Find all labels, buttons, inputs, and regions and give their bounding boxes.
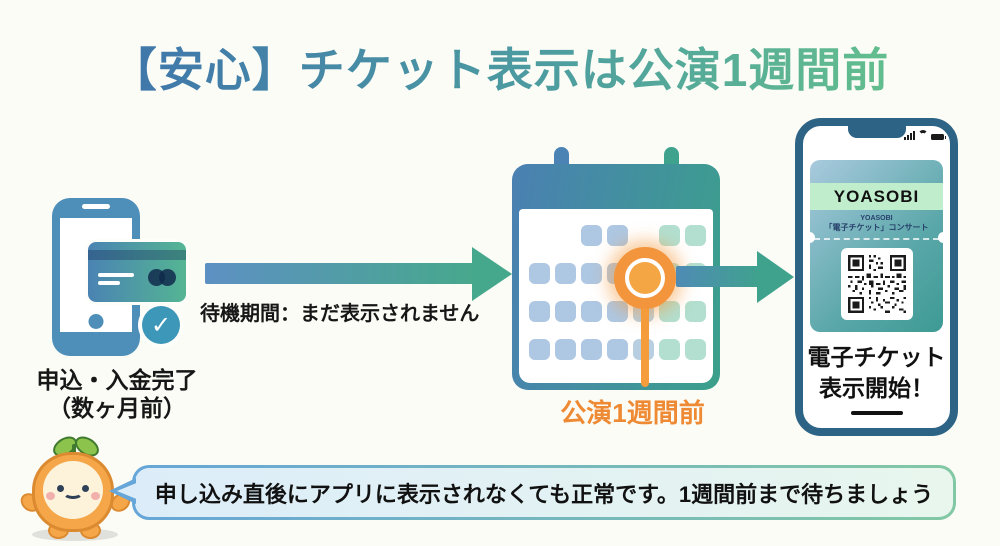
calendar-cell xyxy=(607,225,628,246)
calendar-step-label: 公演1週間前 xyxy=(560,398,705,428)
home-indicator xyxy=(850,411,903,415)
application-label-line1: 申込・入金完了 xyxy=(36,367,198,393)
calendar-cell xyxy=(607,339,628,360)
calendar-cell xyxy=(685,225,706,246)
calendar-cell xyxy=(529,301,550,322)
credit-card-icon xyxy=(88,242,186,302)
card-text-line xyxy=(98,273,134,277)
calendar-cell xyxy=(607,301,628,322)
ticket-start-line1: 電子チケット xyxy=(807,344,946,370)
page-title: 【安心】チケット表示は公演1週間前 xyxy=(0,34,1000,100)
waiting-arrow-head xyxy=(472,247,512,301)
calendar-cell xyxy=(659,339,680,360)
battery-icon xyxy=(931,134,946,140)
leaf-stem xyxy=(72,444,76,456)
waiting-period-label: 待機期間：まだ表示されません xyxy=(200,303,480,325)
calendar-cell xyxy=(685,301,706,322)
application-label-line2: （数ヶ月前） xyxy=(48,395,186,421)
highlighted-day-marker xyxy=(614,247,676,309)
calendar-cell xyxy=(529,263,550,284)
checkmark-icon: ✓ xyxy=(142,306,180,344)
artist-name-band: YOASOBI xyxy=(810,183,943,210)
ticket-start-label: 電子チケット 表示開始！ xyxy=(803,342,950,404)
card-brand-logo xyxy=(148,269,178,286)
display-arrow-head xyxy=(757,251,794,303)
calendar-cell xyxy=(581,339,602,360)
phone-home-button xyxy=(88,314,104,329)
mascot-cheek xyxy=(46,492,55,500)
signal-icon xyxy=(904,131,915,140)
ticket-notch-left xyxy=(804,232,815,243)
qr-code xyxy=(840,248,913,320)
calendar-cell xyxy=(659,301,680,322)
card-text-line xyxy=(98,281,120,285)
phone-speaker-bar xyxy=(82,204,110,209)
marker-pointer-line xyxy=(641,305,649,387)
mascot-eye xyxy=(82,485,89,492)
ticket-title-line1: YOASOBI xyxy=(860,215,893,222)
e-ticket-card: YOASOBI YOASOBI 「電子チケット」コンサート xyxy=(804,160,949,332)
ticket-notch-right xyxy=(938,232,949,243)
ticket-title-line2: 「電子チケット」コンサート xyxy=(824,223,929,232)
mascot-eye xyxy=(57,485,64,492)
calendar-cell xyxy=(555,339,576,360)
calendar-grid xyxy=(519,209,713,383)
status-bar xyxy=(904,130,946,140)
mascot-cheek xyxy=(91,492,100,500)
wifi-icon xyxy=(918,130,928,140)
speech-bubble-text: 申し込み直後にアプリに表示されなくても正常です。1週間前まで待ちましょう xyxy=(135,468,953,517)
ticket-perforation xyxy=(814,238,939,240)
calendar-cell xyxy=(555,263,576,284)
mascot-face xyxy=(43,461,103,519)
ticket-start-line2: 表示開始！ xyxy=(819,375,934,401)
calendar-cell xyxy=(581,225,602,246)
mascot-smile xyxy=(63,487,83,499)
calendar-cell xyxy=(659,225,680,246)
display-arrow-shaft xyxy=(676,266,760,287)
mascot-character xyxy=(16,432,135,542)
application-step-label: 申込・入金完了 （数ヶ月前） xyxy=(14,366,220,422)
ticket-title: YOASOBI 「電子チケット」コンサート xyxy=(810,215,943,233)
calendar-cell xyxy=(529,339,550,360)
waiting-arrow-shaft xyxy=(205,263,473,284)
calendar-cell xyxy=(581,263,602,284)
smartphone-ticket: YOASOBI YOASOBI 「電子チケット」コンサート xyxy=(795,118,958,436)
phone-notch xyxy=(847,125,906,138)
speech-bubble: 申し込み直後にアプリに表示されなくても正常です。1週間前まで待ちましょう xyxy=(132,465,956,520)
calendar-cell xyxy=(685,339,706,360)
calendar-cell xyxy=(555,301,576,322)
speech-bubble-tail-fill xyxy=(117,482,139,500)
card-magnetic-stripe xyxy=(88,250,186,260)
calendar-cell xyxy=(581,301,602,322)
